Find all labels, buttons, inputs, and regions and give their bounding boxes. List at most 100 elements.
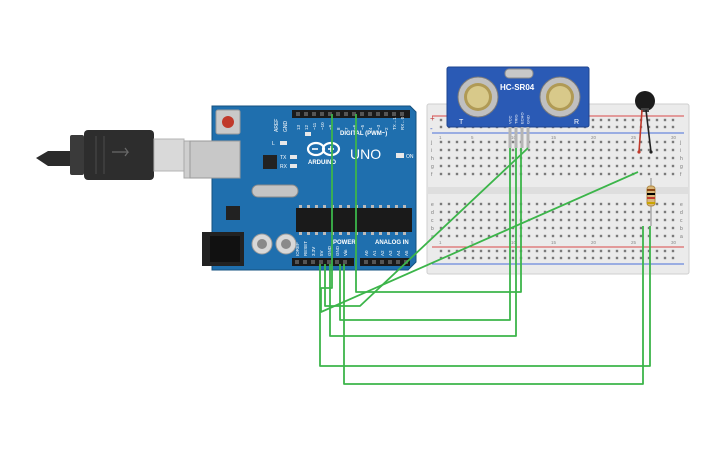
- terminal-hole[interactable]: [543, 172, 547, 176]
- rail-hole[interactable]: [639, 256, 643, 260]
- terminal-hole[interactable]: [463, 202, 467, 206]
- terminal-hole[interactable]: [487, 202, 491, 206]
- rail-hole[interactable]: [439, 249, 443, 253]
- terminal-hole[interactable]: [535, 156, 539, 160]
- rail-hole[interactable]: [463, 249, 467, 253]
- terminal-hole[interactable]: [535, 234, 539, 238]
- terminal-hole[interactable]: [655, 164, 659, 168]
- header-pin-analog[interactable]: [372, 260, 376, 264]
- terminal-hole[interactable]: [487, 210, 491, 214]
- rail-hole[interactable]: [615, 249, 619, 253]
- terminal-hole[interactable]: [551, 156, 555, 160]
- terminal-hole[interactable]: [543, 234, 547, 238]
- rail-hole[interactable]: [495, 249, 499, 253]
- terminal-hole[interactable]: [591, 140, 595, 144]
- terminal-hole[interactable]: [663, 234, 667, 238]
- rail-hole[interactable]: [575, 256, 579, 260]
- terminal-hole[interactable]: [607, 210, 611, 214]
- terminal-hole[interactable]: [591, 202, 595, 206]
- terminal-hole[interactable]: [511, 156, 515, 160]
- terminal-hole[interactable]: [527, 156, 531, 160]
- terminal-hole[interactable]: [535, 148, 539, 152]
- terminal-hole[interactable]: [439, 202, 443, 206]
- terminal-hole[interactable]: [463, 210, 467, 214]
- terminal-hole[interactable]: [639, 148, 643, 152]
- terminal-hole[interactable]: [639, 234, 643, 238]
- rail-hole[interactable]: [535, 249, 539, 253]
- terminal-hole[interactable]: [639, 140, 643, 144]
- terminal-hole[interactable]: [439, 140, 443, 144]
- sensor-pin[interactable]: [508, 127, 512, 148]
- terminal-hole[interactable]: [543, 226, 547, 230]
- terminal-hole[interactable]: [503, 234, 507, 238]
- terminal-hole[interactable]: [631, 156, 635, 160]
- terminal-hole[interactable]: [663, 172, 667, 176]
- terminal-hole[interactable]: [479, 148, 483, 152]
- terminal-hole[interactable]: [439, 226, 443, 230]
- terminal-hole[interactable]: [639, 202, 643, 206]
- terminal-hole[interactable]: [455, 226, 459, 230]
- header-pin-d[interactable]: [352, 112, 356, 116]
- terminal-hole[interactable]: [583, 140, 587, 144]
- terminal-hole[interactable]: [495, 164, 499, 168]
- terminal-hole[interactable]: [511, 218, 515, 222]
- rail-hole[interactable]: [447, 256, 451, 260]
- rail-hole[interactable]: [607, 125, 611, 129]
- terminal-hole[interactable]: [631, 226, 635, 230]
- terminal-hole[interactable]: [455, 172, 459, 176]
- terminal-hole[interactable]: [567, 140, 571, 144]
- terminal-hole[interactable]: [607, 164, 611, 168]
- terminal-hole[interactable]: [591, 218, 595, 222]
- rail-hole[interactable]: [479, 256, 483, 260]
- terminal-hole[interactable]: [599, 164, 603, 168]
- rail-hole[interactable]: [655, 256, 659, 260]
- terminal-hole[interactable]: [615, 164, 619, 168]
- rail-hole[interactable]: [615, 118, 619, 122]
- terminal-hole[interactable]: [631, 148, 635, 152]
- terminal-hole[interactable]: [535, 226, 539, 230]
- terminal-hole[interactable]: [447, 172, 451, 176]
- terminal-hole[interactable]: [607, 234, 611, 238]
- header-pin-d[interactable]: [312, 112, 316, 116]
- rail-hole[interactable]: [487, 249, 491, 253]
- terminal-hole[interactable]: [655, 210, 659, 214]
- header-pin-d[interactable]: [336, 112, 340, 116]
- reset-button[interactable]: [222, 116, 234, 128]
- terminal-hole[interactable]: [511, 172, 515, 176]
- rail-hole[interactable]: [623, 256, 627, 260]
- terminal-hole[interactable]: [439, 234, 443, 238]
- sensor-pin[interactable]: [526, 127, 530, 148]
- terminal-hole[interactable]: [655, 226, 659, 230]
- terminal-hole[interactable]: [559, 210, 563, 214]
- terminal-hole[interactable]: [655, 140, 659, 144]
- terminal-hole[interactable]: [575, 172, 579, 176]
- terminal-hole[interactable]: [447, 164, 451, 168]
- terminal-hole[interactable]: [503, 140, 507, 144]
- rail-hole[interactable]: [631, 125, 635, 129]
- terminal-hole[interactable]: [575, 148, 579, 152]
- header-pin-analog[interactable]: [380, 260, 384, 264]
- terminal-hole[interactable]: [543, 156, 547, 160]
- rail-hole[interactable]: [647, 118, 651, 122]
- terminal-hole[interactable]: [463, 156, 467, 160]
- terminal-hole[interactable]: [463, 164, 467, 168]
- terminal-hole[interactable]: [543, 202, 547, 206]
- terminal-hole[interactable]: [615, 172, 619, 176]
- header-pin-d[interactable]: [376, 112, 380, 116]
- header-pin-power[interactable]: [343, 260, 347, 264]
- rail-hole[interactable]: [567, 256, 571, 260]
- terminal-hole[interactable]: [463, 148, 467, 152]
- terminal-hole[interactable]: [463, 226, 467, 230]
- terminal-hole[interactable]: [471, 218, 475, 222]
- header-pin-d[interactable]: [328, 112, 332, 116]
- terminal-hole[interactable]: [447, 210, 451, 214]
- rail-hole[interactable]: [567, 249, 571, 253]
- rail-hole[interactable]: [511, 249, 515, 253]
- rail-hole[interactable]: [671, 125, 675, 129]
- terminal-hole[interactable]: [607, 148, 611, 152]
- terminal-hole[interactable]: [671, 140, 675, 144]
- terminal-hole[interactable]: [599, 210, 603, 214]
- terminal-hole[interactable]: [527, 226, 531, 230]
- terminal-hole[interactable]: [447, 148, 451, 152]
- terminal-hole[interactable]: [583, 172, 587, 176]
